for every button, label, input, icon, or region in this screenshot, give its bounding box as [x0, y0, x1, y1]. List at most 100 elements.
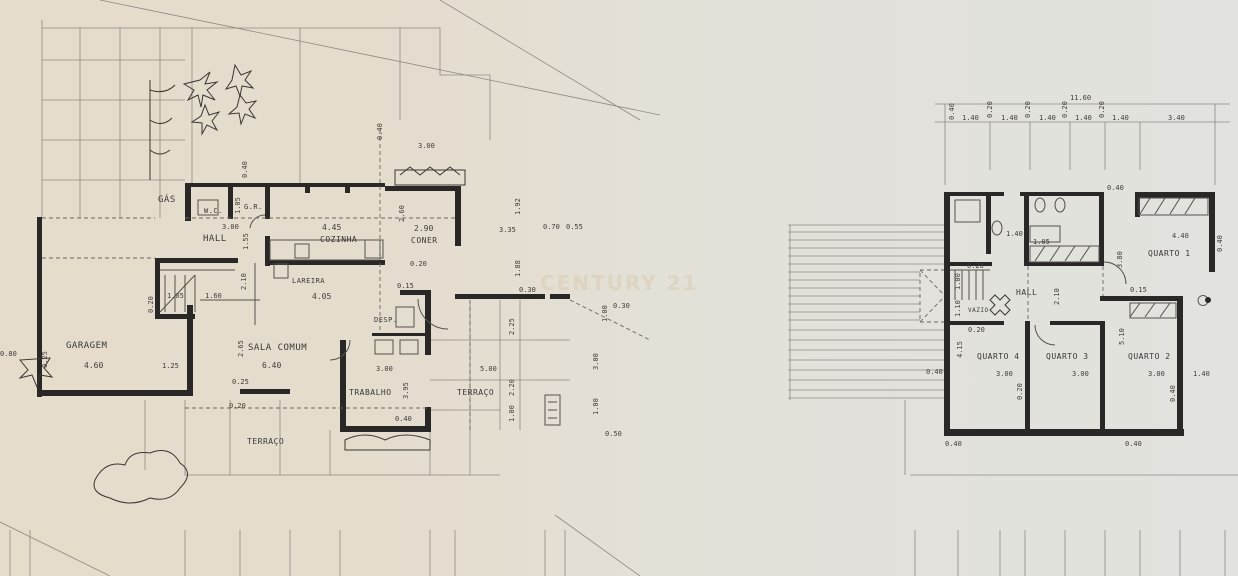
room-label-sala-comum: SALA COMUM: [248, 343, 307, 353]
landscape-plants: [18, 63, 466, 504]
dimension-label: 0.20: [967, 262, 984, 270]
roof-deck-lines: [788, 103, 1238, 476]
upper-floor-fixtures: [950, 197, 1211, 346]
room-label-terraco-bottom: TERRAÇO: [247, 437, 284, 446]
dimension-label: 0.40: [1107, 184, 1124, 192]
dimension-label: 2.10: [1053, 288, 1061, 305]
room-label-coner: CONER: [411, 236, 438, 245]
room-label-vazio: VAZIO: [968, 307, 989, 314]
ground-floor-dimensions: 0.40 3.00 4.45 2.90 2.60 1.05 0.40 1.55 …: [0, 123, 630, 438]
bathtub-icon: [954, 199, 981, 223]
dimension-label: 5.10: [1118, 328, 1126, 345]
toilet-icon: [197, 199, 219, 216]
dimension-label: 2.65: [237, 340, 245, 357]
dimension-label: 0.40: [1169, 385, 1177, 402]
dimension-label: 0.40: [395, 415, 412, 423]
room-label-gr: G.R.: [244, 203, 263, 211]
dimension-label: 4.05: [312, 292, 331, 301]
bidet-icon: [1054, 197, 1066, 213]
room-label-quarto-3: QUARTO 3: [1046, 352, 1089, 361]
dimension-label: 1.55: [242, 233, 250, 250]
dimension-label: 2.20: [508, 379, 516, 396]
room-label-desp: DESP.: [374, 316, 398, 324]
dimension-label: 0.25: [232, 378, 249, 386]
dimension-label: 0.30: [613, 302, 630, 310]
dimension-label: 1.40: [1001, 114, 1018, 122]
dimension-label: 1.60: [205, 292, 222, 300]
dimension-label: 2.25: [508, 318, 516, 335]
dimension-label: 3.00: [996, 370, 1013, 378]
dimension-label: 3.00: [1072, 370, 1089, 378]
site-grid: [41, 0, 661, 476]
room-label-wc: W.C.: [204, 207, 223, 215]
dimension-label: 3.00: [1148, 370, 1165, 378]
dimension-label: 0.15: [1130, 286, 1147, 294]
dimension-label: 0.40: [376, 123, 384, 140]
dimension-label: 1.05: [1033, 238, 1050, 246]
dimension-label: 1.40: [1039, 114, 1056, 122]
dimension-label: 2.90: [414, 224, 433, 233]
bottom-dimension-lines: [0, 514, 1226, 576]
ground-floor-plan: GÁS W.C. G.R. HALL COZINHA CONER LAREIRA…: [0, 0, 661, 504]
dimension-label: 1.25: [162, 362, 179, 370]
dimension-label: 3.00: [592, 353, 600, 370]
dimension-label: 0.25: [41, 351, 49, 368]
dimension-label: 2.10: [240, 273, 248, 290]
dimension-label: 0.20: [410, 260, 427, 268]
dimension-label: 0.40: [1216, 235, 1224, 252]
room-label-hall: HALL: [1016, 288, 1037, 297]
dimension-label: 3.95: [402, 382, 410, 399]
dimension-label: 1.00: [954, 273, 962, 290]
dimension-label: 11.60: [1070, 94, 1091, 102]
dimension-label: 0.20: [968, 326, 985, 334]
dimension-label: 3.80: [1116, 251, 1124, 268]
dimension-label: 0.20: [1061, 101, 1069, 118]
room-label-lareira: LAREIRA: [292, 277, 325, 285]
dimension-label: 1.05: [234, 197, 242, 214]
dimension-label: 5.00: [480, 365, 497, 373]
dimension-label: 4.60: [84, 361, 103, 370]
room-label-terraco-right: TERRAÇO: [457, 388, 494, 397]
dimension-label: 1.05: [167, 292, 184, 300]
ground-floor-walls: [37, 183, 570, 432]
upper-floor-dimensions: 11.60 0.40 1.40 0.20 1.40 0.20 1.40 0.20…: [926, 94, 1224, 448]
dimension-label: 1.92: [514, 198, 522, 215]
room-label-quarto-1: QUARTO 1: [1148, 249, 1191, 258]
dimension-label: 3.00: [376, 365, 393, 373]
dimension-label: 0.80: [0, 350, 17, 358]
room-label-gas: GÁS: [158, 193, 176, 205]
dimension-label: 0.40: [948, 103, 956, 120]
toilet-icon: [991, 220, 1003, 236]
room-label-quarto-4: QUARTO 4: [977, 352, 1020, 361]
dimension-label: 6.40: [262, 361, 281, 370]
dimension-label: 1.40: [1193, 370, 1210, 378]
dimension-label: 1.00: [592, 398, 600, 415]
dimension-label: 3.00: [418, 142, 435, 150]
dimension-label: 0.70: [543, 223, 560, 231]
ground-floor-fixtures: [159, 199, 561, 426]
toilet-icon: [1034, 197, 1046, 213]
upper-floor-plan: QUARTO 1 QUARTO 2 QUARTO 3 QUARTO 4 HALL…: [788, 94, 1238, 476]
dimension-label: 1.00: [601, 305, 609, 322]
dimension-label: 4.15: [956, 341, 964, 358]
column-icon: [1205, 297, 1211, 303]
dimension-label: 0.20: [229, 402, 246, 410]
bathtub-icon: [1029, 225, 1061, 243]
dimension-label: 0.40: [945, 440, 962, 448]
dimension-label: 0.40: [241, 161, 249, 178]
fireplace-icon: [273, 263, 289, 279]
dimension-label: 0.55: [566, 223, 583, 231]
dimension-label: 0.20: [1024, 101, 1032, 118]
dimension-label: 0.50: [605, 430, 622, 438]
dimension-label: 1.00: [508, 405, 516, 422]
dimension-label: 1.40: [962, 114, 979, 122]
dimension-label: 0.30: [519, 286, 536, 294]
dimension-label: 0.20: [1098, 101, 1106, 118]
room-label-cozinha: COZINHA: [320, 235, 357, 244]
watermark: CENTURY 21: [540, 271, 699, 295]
dimension-label: 1.40: [1112, 114, 1129, 122]
dimension-label: 4.40: [1172, 232, 1189, 240]
dimension-label: 4.45: [322, 223, 341, 232]
